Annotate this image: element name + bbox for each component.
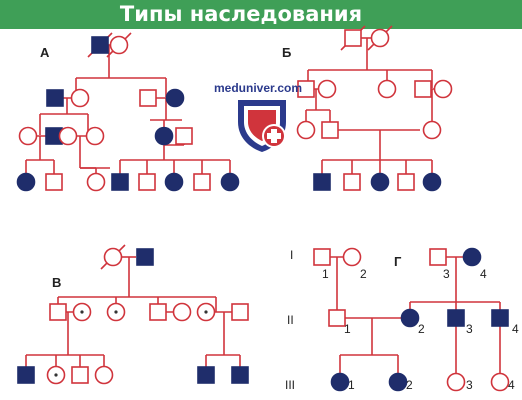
male-normal-symbol <box>49 303 67 321</box>
female-affected-symbol <box>388 372 408 392</box>
male-normal-symbol <box>231 303 249 321</box>
page-title: Типы наследования <box>119 2 363 26</box>
generation-label-3: III <box>285 378 295 392</box>
individual-number-I-2: 2 <box>360 267 367 281</box>
individual-number-I-3: 3 <box>443 267 450 281</box>
male-normal-symbol <box>429 248 447 266</box>
male-affected-symbol <box>111 173 129 191</box>
female-deceased-symbol <box>109 35 129 55</box>
female-normal-symbol <box>18 126 38 146</box>
panel-label-b: Б <box>282 45 291 60</box>
male-affected-symbol <box>313 173 331 191</box>
male-affected-symbol <box>17 366 35 384</box>
female-normal-symbol <box>94 365 114 385</box>
female-affected-symbol <box>462 247 482 267</box>
panel-label-g: Г <box>394 254 402 269</box>
male-normal-symbol <box>139 89 157 107</box>
panel-label-a: А <box>40 45 50 60</box>
individual-number-I-4: 4 <box>480 267 487 281</box>
carrier-dot <box>54 373 58 377</box>
carrier-dot <box>204 310 208 314</box>
female-normal-symbol <box>172 302 192 322</box>
female-deceased-symbol <box>103 247 123 267</box>
panel-label-v: В <box>52 275 61 290</box>
female-normal-symbol <box>86 172 106 192</box>
female-normal-symbol <box>317 79 337 99</box>
male-deceased-symbol <box>344 29 362 47</box>
female-affected-symbol <box>16 172 36 192</box>
female-affected-symbol <box>400 308 420 328</box>
male-normal-symbol <box>149 303 167 321</box>
female-normal-symbol <box>446 372 466 392</box>
female-normal-symbol <box>296 120 316 140</box>
individual-number-III-1: 1 <box>348 378 355 392</box>
female-normal-symbol <box>490 372 510 392</box>
male-normal-symbol <box>313 248 331 266</box>
male-normal-symbol <box>297 80 315 98</box>
individual-number-III-4: 4 <box>508 378 515 392</box>
male-affected-symbol <box>136 248 154 266</box>
generation-label-1: I <box>290 248 293 262</box>
female-deceased-symbol <box>370 28 390 48</box>
individual-number-III-3: 3 <box>466 378 473 392</box>
male-deceased-affected-symbol <box>91 36 109 54</box>
female-affected-symbol <box>154 126 174 146</box>
female-normal-symbol <box>422 120 442 140</box>
female-affected-symbol <box>165 88 185 108</box>
male-affected-symbol <box>447 309 465 327</box>
female-affected-symbol <box>370 172 390 192</box>
male-normal-symbol <box>321 121 339 139</box>
female-affected-symbol <box>164 172 184 192</box>
female-affected-symbol <box>330 372 350 392</box>
male-affected-symbol <box>491 309 509 327</box>
individual-number-I-1: 1 <box>322 267 329 281</box>
female-normal-symbol <box>85 126 105 146</box>
male-affected-symbol <box>197 366 215 384</box>
carrier-dot <box>80 310 84 314</box>
male-normal-symbol <box>414 80 432 98</box>
male-normal-symbol <box>193 173 211 191</box>
female-normal-symbol <box>70 88 90 108</box>
individual-number-III-2: 2 <box>406 378 413 392</box>
female-affected-symbol <box>422 172 442 192</box>
individual-number-II-2: 2 <box>418 322 425 336</box>
pedigree-symbols <box>16 28 510 392</box>
female-normal-symbol <box>58 126 78 146</box>
male-normal-symbol <box>343 173 361 191</box>
female-normal-symbol <box>342 247 362 267</box>
female-affected-symbol <box>220 172 240 192</box>
female-normal-symbol <box>433 79 453 99</box>
male-normal-symbol <box>71 366 89 384</box>
male-normal-symbol <box>328 309 346 327</box>
generation-label-2: II <box>287 313 294 327</box>
male-normal-symbol <box>138 173 156 191</box>
male-affected-symbol <box>231 366 249 384</box>
individual-number-II-3: 3 <box>466 322 473 336</box>
pedigree-lines <box>25 25 501 382</box>
carrier-dot <box>114 310 118 314</box>
individual-number-II-4: 4 <box>512 322 519 336</box>
site-watermark: meduniver.com <box>214 81 302 95</box>
female-normal-symbol <box>377 79 397 99</box>
male-normal-symbol <box>175 127 193 145</box>
male-normal-symbol <box>397 173 415 191</box>
title-bar <box>0 0 522 29</box>
male-normal-symbol <box>45 173 63 191</box>
male-affected-symbol <box>46 89 64 107</box>
individual-number-II-1: 1 <box>344 322 351 336</box>
shield-cross-logo <box>238 100 286 152</box>
